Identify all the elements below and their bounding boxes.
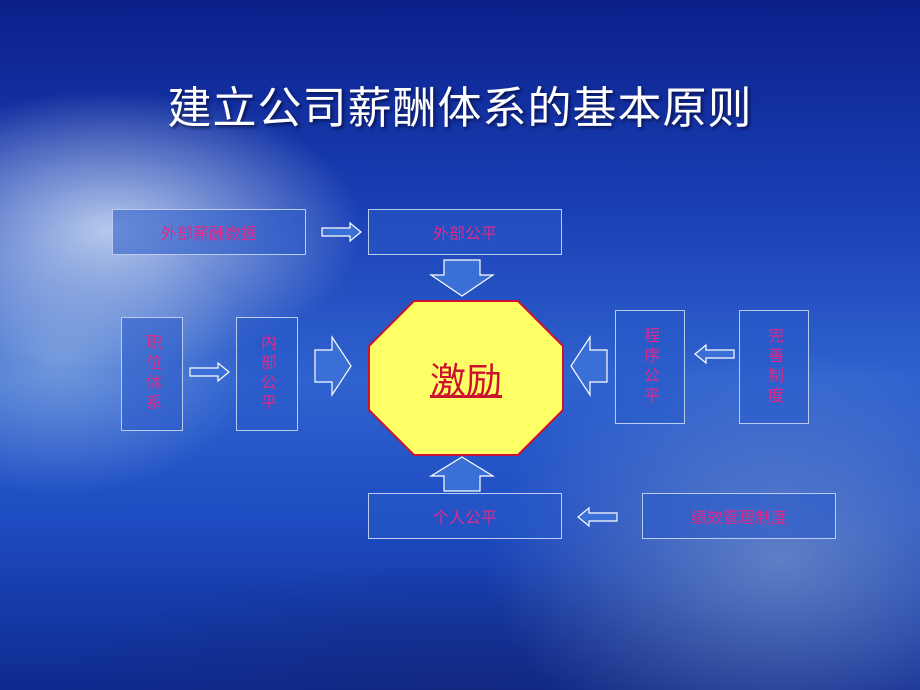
internal-fairness-box: 内部公平 [236,317,298,431]
arrow-right-icon [321,221,362,243]
arrow-left-icon [694,343,735,365]
slide-title: 建立公司薪酬体系的基本原则 [167,83,753,134]
external-fairness-box: 外部公平 [368,209,562,255]
arrow-right-icon [189,361,230,383]
job-system-box: 职位体系 [121,317,183,431]
arrow-right-icon [314,334,352,398]
arrow-up-icon [428,456,496,492]
arrow-left-icon [570,334,608,398]
performance-system-box: 绩效管理制度 [642,493,836,539]
arrow-down-icon [429,259,495,297]
center-octagon [368,300,564,456]
external-salary-data-box: 外部薪酬数据 [112,209,306,255]
improve-system-box: 完善制度 [739,310,809,424]
center-label: 激励 [429,361,502,402]
arrow-left-icon [577,506,618,528]
individual-fairness-box: 个人公平 [368,493,562,539]
procedural-fairness-box: 程序公平 [615,310,685,424]
